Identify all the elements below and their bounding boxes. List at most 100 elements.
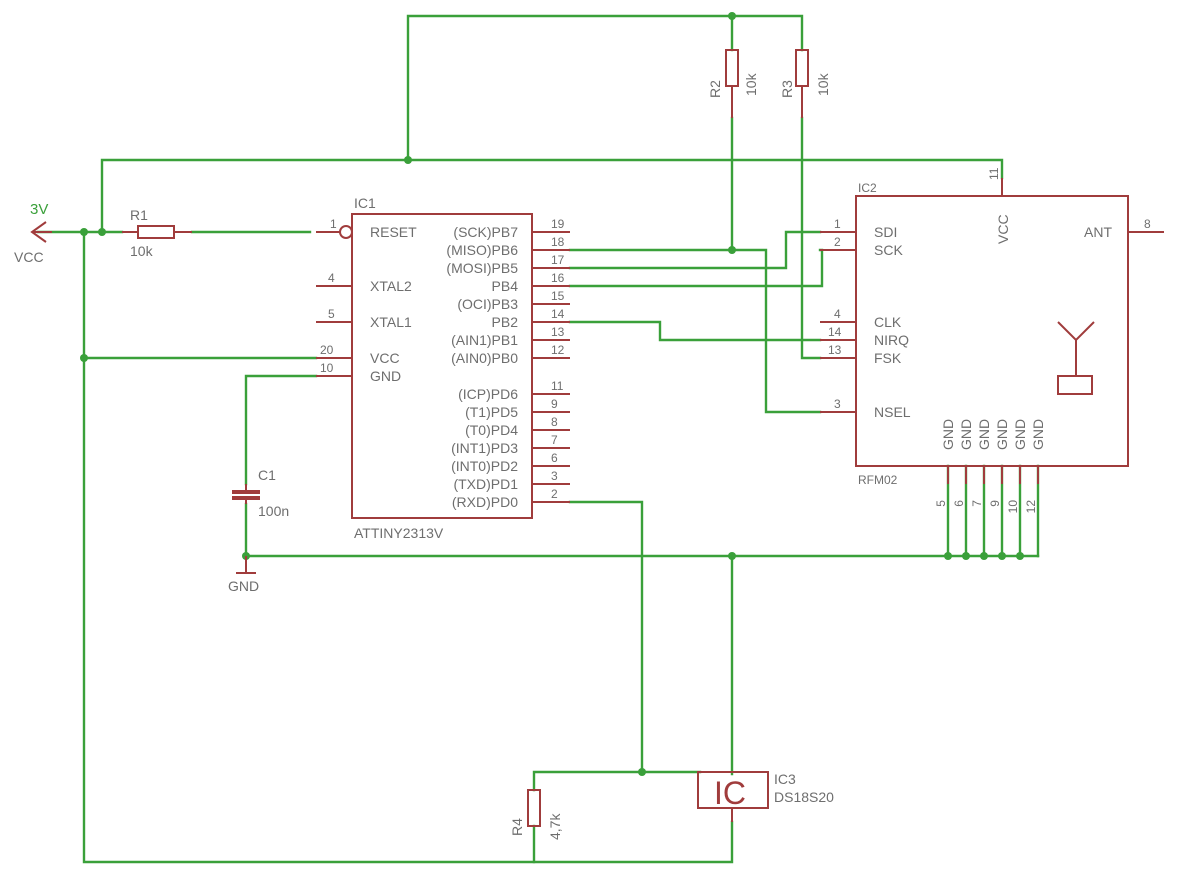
ic1-pin-num: 20 [320, 343, 334, 357]
ic1-pin-label: VCC [370, 350, 400, 366]
ic1-pin-label: (AIN0)PB0 [451, 350, 518, 366]
resistor-body-icon [137, 225, 175, 239]
ic1-right-pins: 19(SCK)PB718(MISO)PB617(MOSI)PB516PB415(… [446, 217, 570, 510]
ic1-pin: 17 (MOSI)PB5 [446, 253, 570, 276]
ic1-pin-label: XTAL2 [370, 278, 412, 294]
ic1-pin-num: 6 [551, 451, 558, 465]
capacitor-plate-icon [232, 496, 260, 500]
r1-name: R1 [130, 207, 148, 223]
ic1-pin-num: 4 [328, 271, 335, 285]
r3-name: R3 [779, 80, 795, 98]
wire-vcc-bus [100, 158, 1004, 234]
ic2-gnd-pin-num: 9 [988, 500, 1002, 507]
ic3-part: DS18S20 [774, 789, 834, 805]
ic1-pin-label: (MOSI)PB5 [446, 260, 518, 276]
ic1-pin-label: GND [370, 368, 401, 384]
ic1-name: IC1 [354, 195, 376, 211]
capacitor-c1: C1 100n [232, 467, 289, 519]
junction [98, 228, 106, 236]
ic1-pin-label: XTAL1 [370, 314, 412, 330]
junction [728, 12, 736, 20]
ic1-pin-num: 1 [330, 217, 337, 231]
resistor-r3: R3 10k [779, 49, 831, 118]
resistor-body-icon [795, 49, 809, 87]
ic2-pin-label: SCK [874, 242, 903, 258]
antenna-icon [1057, 321, 1095, 395]
junction [728, 246, 736, 254]
ic1-pin-label: (T1)PD5 [465, 404, 518, 420]
wire-pb2-nirq [568, 320, 822, 342]
junction [638, 768, 646, 776]
ic1-pin-num: 18 [551, 235, 565, 249]
r1-value: 10k [130, 243, 154, 259]
wire-pd0-dq [568, 500, 644, 774]
resistor-r2: R2 10k [707, 49, 759, 118]
ic1-pin-label: (T0)PD4 [465, 422, 518, 438]
junction [404, 156, 412, 164]
wire-pb6-nsel [568, 248, 822, 414]
ic2-pin-label: NIRQ [874, 332, 909, 348]
wire-left-vcc [82, 230, 734, 864]
ic1-pin-label: (OCI)PB3 [457, 296, 518, 312]
ic1-pin-num: 19 [551, 217, 565, 231]
ic2-gnd-pin-num: 7 [970, 500, 984, 507]
ic2-pin-label: NSEL [874, 404, 911, 420]
wire-dq-r4 [532, 770, 702, 792]
ic1-pin-label: (MISO)PB6 [446, 242, 518, 258]
ic1-pin-num: 17 [551, 253, 565, 267]
r4-name: R4 [509, 818, 525, 836]
c1-name: C1 [258, 467, 276, 483]
ic1-pin: 12(AIN0)PB0 [451, 343, 570, 366]
junction [998, 552, 1006, 560]
ic2-gnd-pin-label: GND [994, 419, 1010, 450]
ic2-pin-label: SDI [874, 224, 897, 240]
power-net-label: 3V [30, 201, 48, 218]
ic1-pin-label: (ICP)PD6 [458, 386, 518, 402]
resistor-body-icon [527, 789, 541, 827]
ic2-gnd-pin-num: 5 [934, 500, 948, 507]
wire-gnd-ic1 [244, 374, 318, 486]
ic1-pin: 6(INT0)PD2 [451, 451, 570, 474]
r3-value: 10k [815, 72, 831, 96]
junction [728, 552, 736, 560]
power-symbol-label: VCC [14, 249, 44, 265]
ic1-pin-label: PB4 [492, 278, 519, 294]
ic2-pin-num: 4 [834, 307, 841, 321]
ic1-pin: 11(ICP)PD6 [458, 379, 570, 402]
ic1-pin-num: 14 [551, 307, 565, 321]
ic2-pin-label: CLK [874, 314, 902, 330]
ic3-symbol: IC [714, 775, 746, 811]
r4-value: 4,7k [547, 813, 563, 840]
ic1-pin: 9(T1)PD5 [465, 397, 570, 420]
ic1-pin-num: 10 [320, 361, 334, 375]
ic2-pin-num: 1 [834, 217, 841, 231]
junction [962, 552, 970, 560]
ic1-pin-label: (RXD)PD0 [452, 494, 518, 510]
ic1-pin: 19(SCK)PB7 [453, 217, 570, 240]
wire-top-rail [406, 14, 804, 162]
vcc-symbol: 3V VCC [14, 201, 52, 265]
ic1-pin-label: (INT1)PD3 [451, 440, 518, 456]
ic1-pin: 7(INT1)PD3 [451, 433, 570, 456]
ic2-gnd-pin-num: 12 [1024, 500, 1038, 514]
ic2-pin-num: 3 [834, 397, 841, 411]
ic1-pin: 8(T0)PD4 [465, 415, 570, 438]
ic2-pin-label: FSK [874, 350, 902, 366]
ic2-ant-label: ANT [1084, 224, 1112, 240]
junction [980, 552, 988, 560]
capacitor-plate-icon [232, 490, 260, 494]
